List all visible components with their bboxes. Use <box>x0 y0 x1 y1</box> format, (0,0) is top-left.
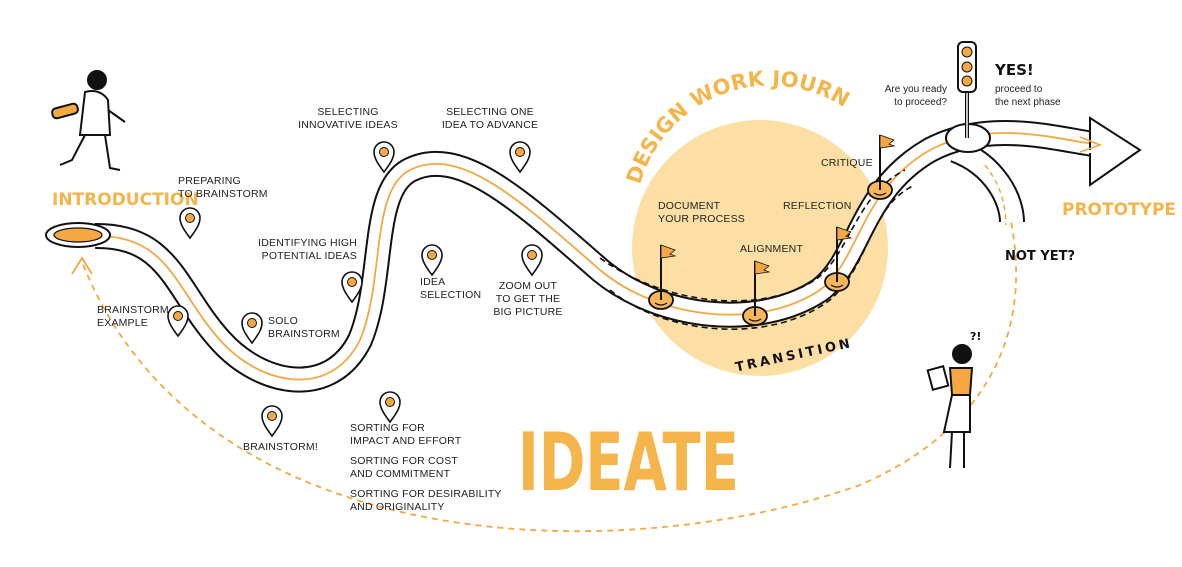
yes-label: YES! <box>994 61 1034 79</box>
pin-icon <box>421 244 443 276</box>
not-yet-label: NOT YET? <box>1005 249 1075 264</box>
pin-icon <box>379 391 401 423</box>
pin-icon <box>373 141 395 173</box>
prototype-arrow-icon <box>1089 116 1142 187</box>
return-loop-path <box>81 179 1017 533</box>
introduction-label: INTRODUCTION <box>52 190 199 210</box>
walking-person-illustration <box>51 70 126 171</box>
step-critique: CRITIQUE <box>821 157 873 169</box>
prototype-label: PROTOTYPE <box>1062 200 1176 220</box>
pin-icon <box>179 207 201 239</box>
road <box>94 116 1142 393</box>
pin-icon <box>261 405 283 437</box>
pin-icon <box>167 305 189 337</box>
return-arrow-icon <box>71 256 93 275</box>
step-reflection: REFLECTION <box>783 200 852 212</box>
main-title: IDEATE <box>518 417 739 510</box>
pin-icon <box>509 141 531 173</box>
traffic-light-icon <box>957 41 977 138</box>
pin-icon <box>241 312 263 344</box>
exclaim-mark: ?! <box>970 330 981 343</box>
step-alignment: ALIGNMENT <box>740 243 803 255</box>
thinking-person-illustration <box>926 344 974 469</box>
pin-icon <box>521 244 543 276</box>
label-brainstorm: BRAINSTORM! <box>243 441 318 453</box>
